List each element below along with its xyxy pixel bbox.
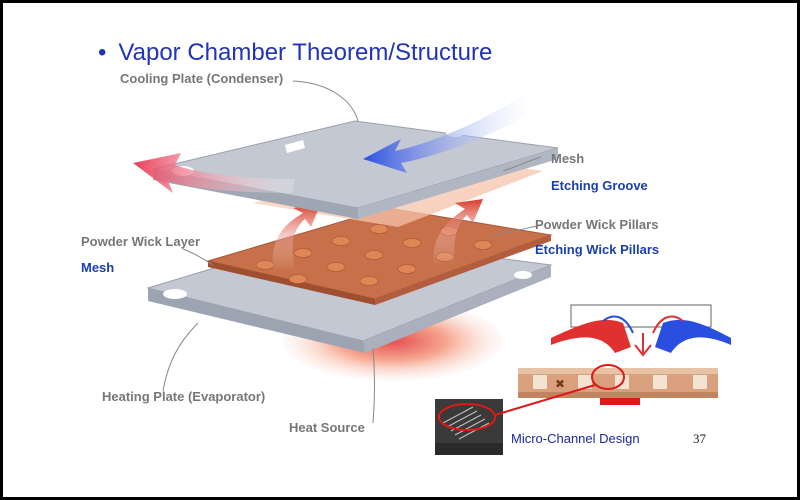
- hot-vapor-arrow: [133, 153, 295, 193]
- svg-text:✖: ✖: [555, 377, 565, 391]
- slide-title-text: Vapor Chamber Theorem/Structure: [118, 39, 493, 66]
- label-mesh-left: Mesh: [81, 260, 115, 275]
- page-number: 37: [693, 431, 706, 446]
- cold-return-arrow: [363, 95, 533, 173]
- label-cooling-plate: Cooling Plate (Condenser): [120, 71, 284, 86]
- cooling-plate-shape: [152, 120, 559, 219]
- label-powder-wick-pillars: Powder Wick Pillars: [535, 217, 659, 232]
- vapor-chamber-illustration: ✖: [133, 80, 731, 455]
- label-powder-wick-layer: Powder Wick Layer: [81, 234, 201, 249]
- bullet-marker: •: [98, 39, 107, 66]
- slide-title: • Vapor Chamber Theorem/Structure: [98, 39, 492, 67]
- label-heat-source: Heat Source: [289, 420, 365, 435]
- caption-micro-channel: Micro-Channel Design: [511, 431, 640, 446]
- label-etching-groove: Etching Groove: [551, 178, 648, 193]
- sem-microchannel-image: [435, 384, 596, 455]
- slide: ✖ • Vapor Chamber Theorem/Structure Cooli…: [3, 3, 797, 497]
- powder-wick-layer-shape: [206, 207, 553, 305]
- label-etching-wick-pillars: Etching Wick Pillars: [535, 242, 660, 257]
- label-heating-plate: Heating Plate (Evaporator): [102, 389, 266, 404]
- cross-section-photo: ✖: [518, 364, 718, 405]
- cross-section-schematic: [551, 304, 731, 357]
- label-mesh-right: Mesh: [551, 151, 585, 166]
- vapor-up-arrow-2: [433, 199, 483, 265]
- vapor-up-arrow-1: [272, 203, 321, 271]
